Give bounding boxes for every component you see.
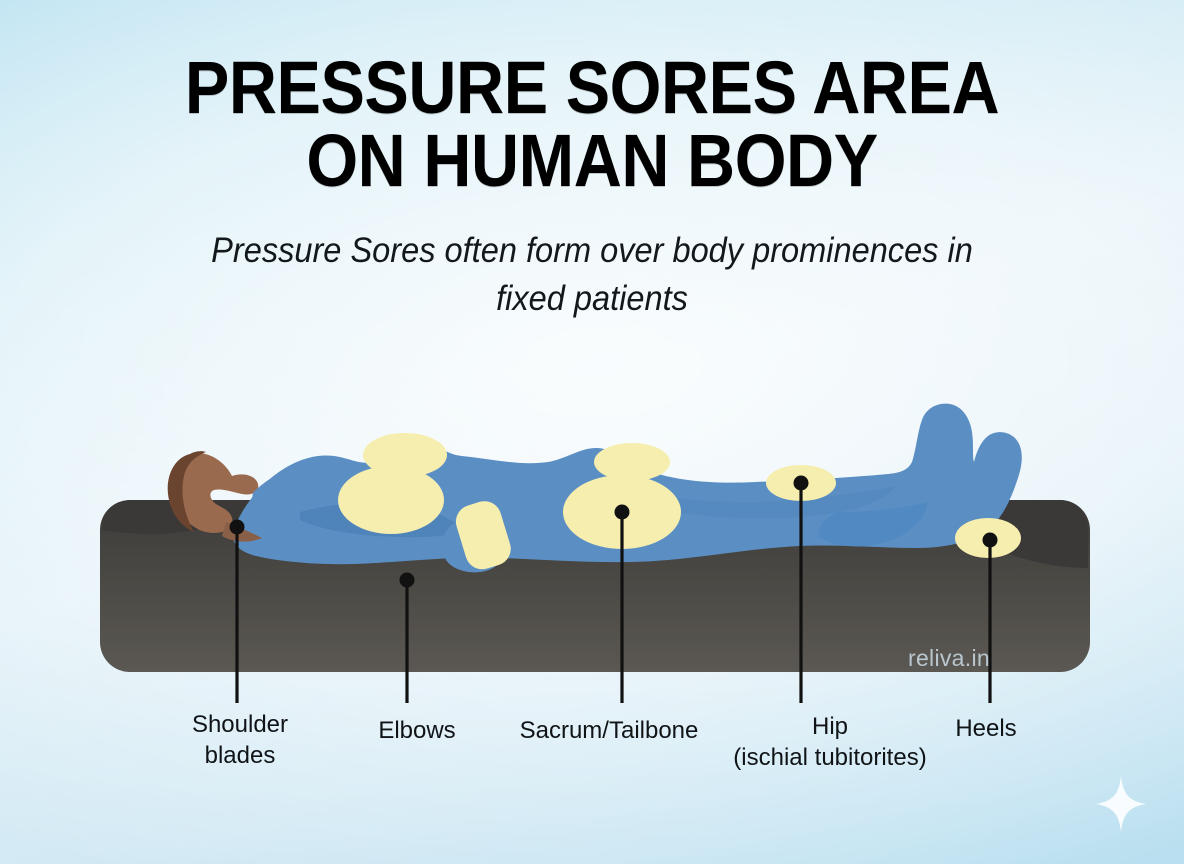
callout-label-elbows: Elbows: [378, 717, 456, 744]
callout-label-shoulder-blades: Shoulder blades: [191, 711, 289, 769]
leader-dot-shoulder-blades: [229, 519, 245, 535]
pressure-patch-shoulder: [338, 466, 444, 534]
leader-dot-sacrum: [614, 504, 630, 520]
patient-illustration: [0, 392, 1184, 722]
callout-label-sacrum-tailbone: Sacrum/Tailbone: [519, 717, 699, 744]
watermark-reliva: reliva.in: [908, 645, 990, 671]
leader-lines: [235, 483, 992, 703]
leader-dot-elbows: [399, 572, 415, 588]
callout-label-heels: Heels: [955, 715, 1017, 742]
leader-dots: [229, 475, 998, 588]
pressure-patch-shoulder-bump: [363, 433, 447, 477]
sparkle-icon: [1096, 776, 1146, 832]
pressure-point-patches: [338, 433, 1021, 570]
leader-dot-heels: [982, 532, 998, 548]
callout-label-hip: Hip (ischial tubitorites): [733, 713, 927, 771]
pressure-patch-sacrum-bump: [594, 443, 670, 481]
leader-dot-hip: [793, 475, 809, 491]
pressure-patch-elbow: [455, 501, 511, 570]
